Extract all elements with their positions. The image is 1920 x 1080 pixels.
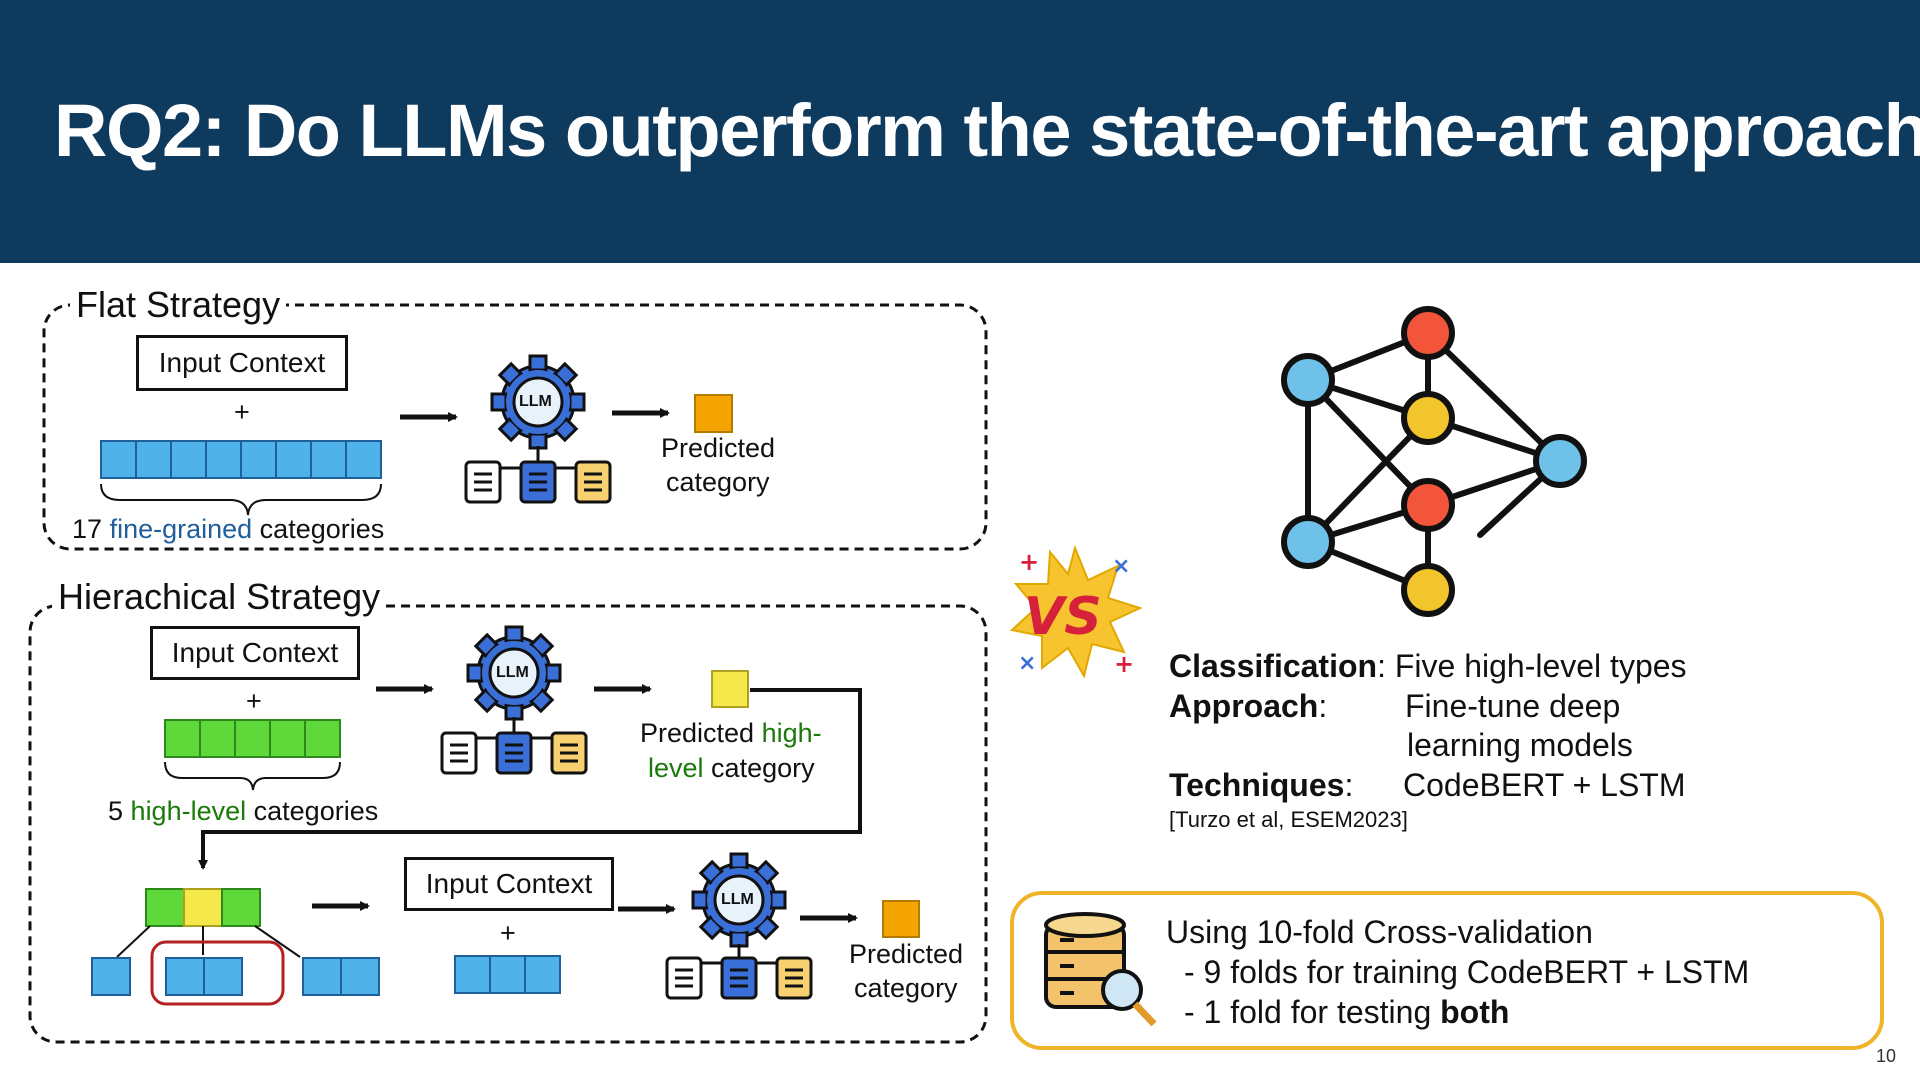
hier-predicted-word: Predicted	[640, 718, 755, 748]
flat-strategy-frame	[42, 303, 988, 551]
cv-line-2: - 9 folds for training CodeBERT + LSTM	[1184, 954, 1750, 990]
approach-colon: :	[1318, 688, 1328, 724]
techniques-value: CodeBERT + LSTM	[1403, 767, 1686, 803]
flat-categories-word: categories	[259, 514, 385, 544]
approach-line: Approach:	[1169, 686, 1327, 726]
cv-both-word: both	[1440, 994, 1510, 1030]
stage2-llm-label: LLM	[721, 891, 754, 908]
hier-level-word: level	[648, 753, 704, 783]
classification-line: Classification: Five high-level types	[1169, 646, 1687, 686]
hier-count: 5	[108, 796, 124, 826]
stage2-top-cells	[145, 888, 261, 927]
hier-category-cells	[164, 719, 341, 758]
hier-llm-label: LLM	[496, 664, 529, 681]
feedback-arrow	[198, 688, 862, 870]
hier-categories-word: categories	[253, 796, 379, 826]
flat-input-context-box: Input Context	[136, 335, 348, 391]
techniques-colon: :	[1344, 767, 1354, 803]
svg-text:×: ×	[1018, 651, 1036, 676]
classification-key: Classification	[1169, 648, 1378, 684]
selected-subcategory-highlight	[150, 940, 285, 1006]
approach-value-2: learning models	[1407, 727, 1633, 763]
flat-categories-caption: 17 fine-grained categories	[72, 512, 384, 546]
svg-text:+: +	[1114, 650, 1134, 678]
cv-box-frame	[1010, 891, 1884, 1050]
stage2-bottom-cells	[91, 955, 561, 996]
hier-predicted-square	[711, 670, 749, 708]
flat-category-cells	[100, 440, 382, 479]
cv-line-1: Using 10-fold Cross-validation	[1166, 914, 1593, 950]
flat-count: 17	[72, 514, 103, 544]
flat-fine-grained: fine-grained	[109, 514, 253, 544]
classification-value: : Five high-level types	[1377, 648, 1687, 684]
stage2-input-context-box: Input Context	[404, 857, 614, 911]
cv-line-3: - 1 fold for testing both	[1184, 992, 1509, 1032]
techniques-key: Techniques	[1169, 767, 1345, 803]
hier-brace	[164, 761, 341, 791]
flat-brace	[100, 483, 382, 516]
svg-text:×: ×	[1112, 554, 1130, 579]
hier-categories-caption: 5 high-level categories	[108, 794, 378, 828]
hier-strategy-label: Hierachical Strategy	[52, 576, 387, 618]
hier-high-word: high-	[761, 718, 822, 748]
title-banner	[0, 0, 1920, 263]
stage2-predicted-text-1: Predicted	[849, 939, 964, 969]
flat-strategy-label: Flat Strategy	[70, 284, 287, 326]
vs-burst-icon: VS + × × +	[1009, 544, 1143, 679]
hier-category-word: category	[711, 753, 815, 783]
flat-predicted-square	[694, 394, 733, 433]
hier-predicted-text-2: level category	[648, 751, 815, 785]
svg-text:+: +	[1019, 548, 1039, 576]
cv-line-3-text: - 1 fold for testing	[1184, 994, 1432, 1030]
flat-llm-label: LLM	[519, 393, 552, 410]
reference-citation: [Turzo et al, ESEM2023]	[1169, 807, 1408, 832]
hier-strategy-frame	[28, 604, 988, 1044]
neural-network-icon	[1281, 306, 1587, 617]
flat-doc-icons	[464, 460, 612, 504]
hier-plus: +	[246, 686, 262, 716]
hier-input-context-box: Input Context	[150, 626, 360, 680]
stage2-predicted-text-2: category	[854, 973, 958, 1003]
approach-value-1: Fine-tune deep	[1405, 688, 1621, 724]
vs-text: VS	[1024, 587, 1102, 647]
flat-plus: +	[234, 397, 250, 427]
hier-high-level: high-level	[130, 796, 247, 826]
hier-doc-icons	[440, 731, 588, 775]
flat-predicted-text-1: Predicted	[661, 433, 776, 463]
flat-predicted-text-2: category	[666, 467, 770, 497]
stage2-doc-icons	[665, 956, 813, 1000]
stage2-predicted-square	[882, 900, 920, 938]
slide-title: RQ2: Do LLMs outperform the state-of-the…	[54, 89, 1920, 172]
hier-predicted-text-1: Predicted high-	[640, 716, 822, 750]
stage2-plus: +	[500, 918, 516, 948]
approach-key: Approach	[1169, 688, 1319, 724]
database-search-icon	[1044, 912, 1157, 1027]
page-number: 10	[1876, 1046, 1897, 1066]
techniques-line: Techniques:	[1169, 765, 1353, 805]
